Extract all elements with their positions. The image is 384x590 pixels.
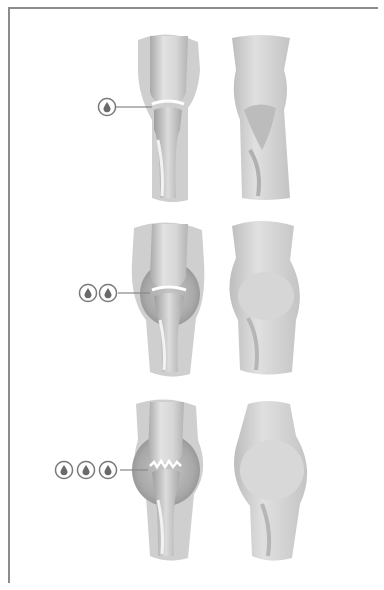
stage-2-upper-bone bbox=[150, 224, 188, 288]
fluid-drop-icon bbox=[78, 462, 95, 479]
stage-1 bbox=[99, 34, 291, 202]
stage-2-external-view bbox=[229, 221, 299, 375]
stage-2 bbox=[80, 221, 300, 377]
stage-1-external-view bbox=[232, 35, 290, 200]
stage-1-xray-view bbox=[138, 34, 200, 202]
fluid-drop-icon bbox=[80, 285, 97, 302]
stage-2-xray-view bbox=[132, 222, 205, 376]
fluid-drop-icon bbox=[100, 285, 117, 302]
fluid-drop-icon bbox=[99, 99, 116, 116]
stage-1-upper-bone bbox=[150, 36, 188, 104]
stage-3-upper-bone bbox=[148, 402, 184, 464]
fluid-drop-icon bbox=[100, 462, 117, 479]
stage-3-external-view bbox=[234, 401, 307, 561]
stage-3 bbox=[56, 399, 308, 560]
stage-3-xray-view bbox=[132, 399, 203, 560]
fluid-drop-icon bbox=[56, 462, 73, 479]
